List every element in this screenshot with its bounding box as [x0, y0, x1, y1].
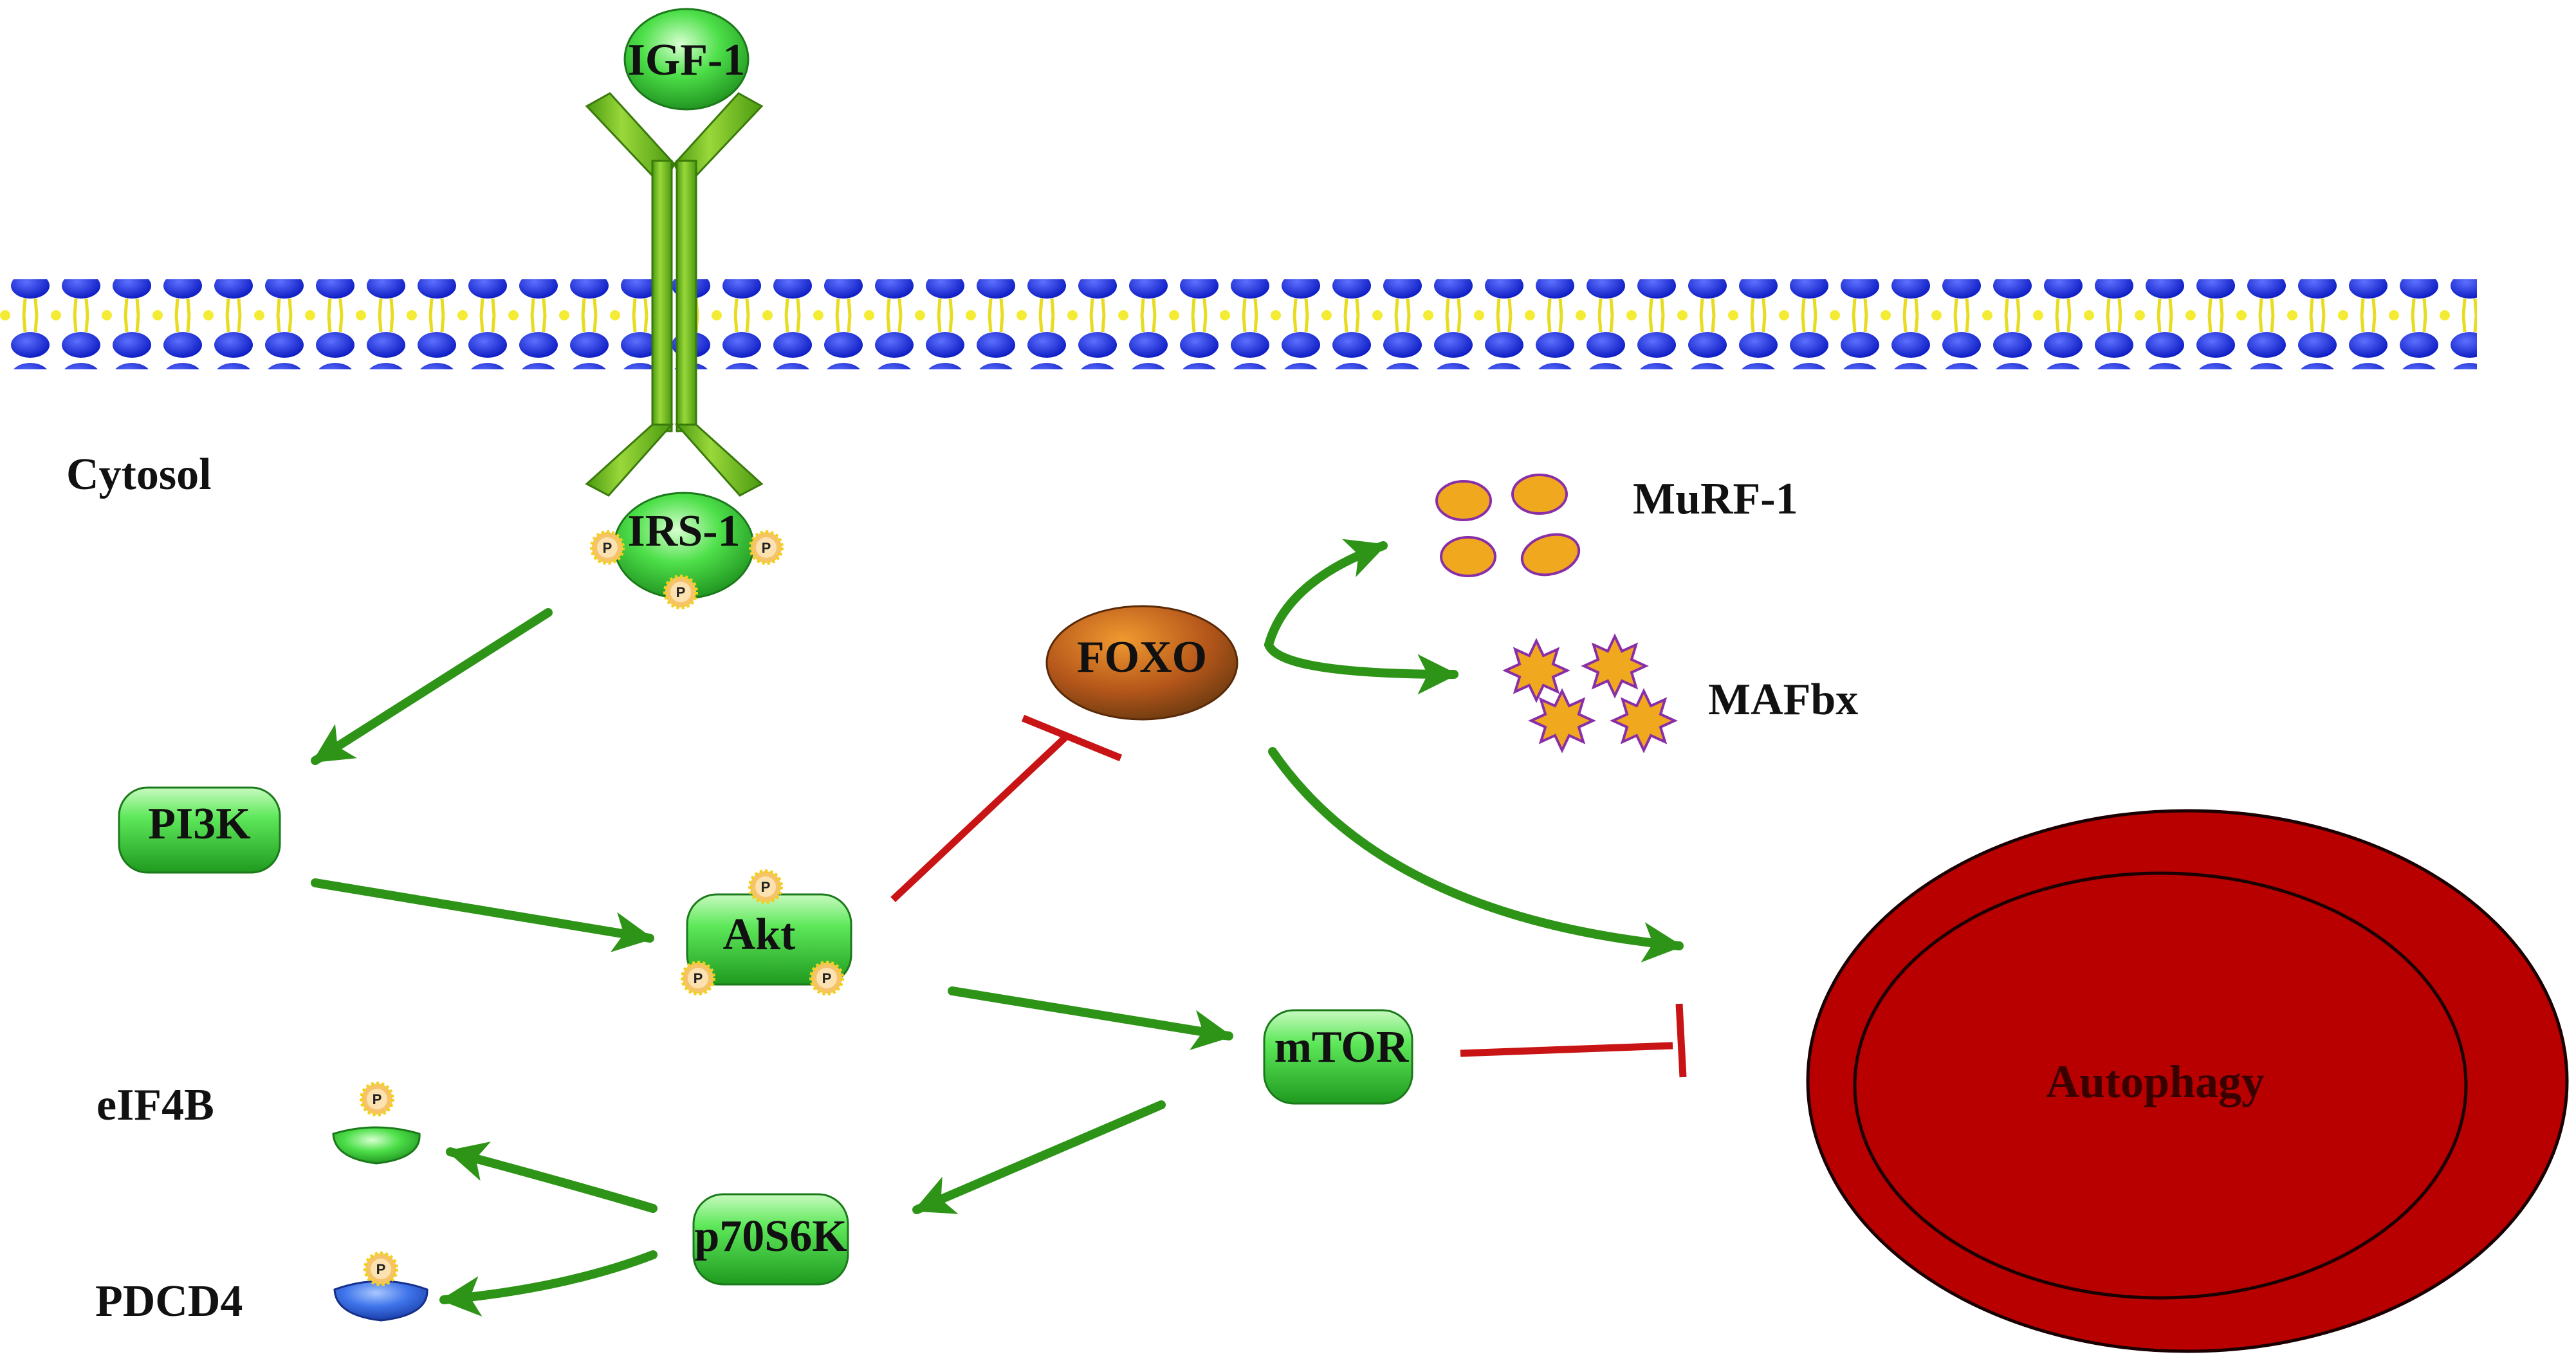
mafbx-node: MAFbx	[1504, 635, 1858, 752]
arrow-foxo-to-mafbx	[1264, 640, 1458, 695]
pi3k-label: PI3K	[148, 799, 250, 849]
eif4b-label: eIF4B	[97, 1080, 214, 1130]
mafbx-icon	[1504, 635, 1676, 752]
svg-text:P: P	[822, 970, 832, 986]
arrow-p70s6k-to-eif4b	[446, 1142, 658, 1213]
pdcd4-node: P PDCD4	[95, 1253, 428, 1326]
irs1-label: IRS-1	[627, 506, 740, 556]
arrow-irs1-to-pi3k	[311, 608, 553, 765]
phosphate-group-icon: P	[751, 532, 782, 563]
arrow-p70s6k-to-pdcd4	[439, 1250, 658, 1317]
arrow-foxo-to-murf1	[1264, 539, 1388, 649]
foxo-node: FOXO	[1045, 605, 1238, 721]
lipid-bilayer-membrane	[0, 279, 2477, 369]
p70s6k-node: p70S6K	[692, 1193, 849, 1286]
phosphate-group-icon: P	[683, 963, 713, 994]
phosphate-group-icon: P	[592, 532, 623, 563]
arrow-foxo-to-autophagy	[1268, 747, 1684, 963]
murf1-label: MuRF-1	[1633, 474, 1798, 524]
foxo-label: FOXO	[1077, 633, 1207, 682]
igf1-receptor-icon	[585, 92, 764, 497]
svg-text:P: P	[694, 970, 703, 986]
murf1-icon	[1435, 474, 1581, 577]
autophagy-node: Autophagy	[1806, 809, 2569, 1353]
svg-text:P: P	[603, 540, 612, 556]
mtor-label: mTOR	[1274, 1022, 1410, 1072]
phosphate-group-icon: P	[750, 871, 781, 902]
svg-text:P: P	[373, 1091, 382, 1107]
arrow-akt-to-mtor	[948, 986, 1233, 1050]
eif4b-icon: P	[332, 1084, 421, 1165]
mtor-node: mTOR	[1263, 1009, 1413, 1105]
pdcd4-label: PDCD4	[95, 1277, 243, 1326]
svg-text:P: P	[676, 584, 686, 600]
lipid-bilayer-icon	[0, 279, 2477, 369]
autophagy-label: Autophagy	[2046, 1056, 2265, 1107]
phosphate-group-icon: P	[811, 963, 842, 994]
activation-arrows	[311, 539, 1684, 1317]
eif4b-node: P eIF4B	[97, 1080, 421, 1165]
phosphate-group-icon: P	[362, 1084, 392, 1114]
inhibit-mtor-to-autophagy	[1460, 1003, 1687, 1078]
inhibit-akt-to-foxo	[890, 714, 1123, 903]
irs1-node: IRS-1 P P P	[592, 492, 782, 607]
phosphate-group-icon: P	[365, 1253, 396, 1284]
akt-label: Akt	[723, 910, 796, 959]
arrow-pi3k-to-akt	[311, 878, 654, 952]
svg-text:P: P	[376, 1261, 386, 1277]
mafbx-label: MAFbx	[1708, 675, 1858, 725]
igf1-ligand: IGF-1	[623, 8, 750, 111]
inhibition-lines	[890, 714, 1687, 1078]
pdcd4-icon: P	[333, 1253, 428, 1322]
cytosol-label: Cytosol	[66, 450, 212, 499]
murf1-node: MuRF-1	[1435, 474, 1798, 577]
igf1-label: IGF-1	[628, 35, 746, 85]
svg-text:P: P	[761, 879, 771, 895]
p70s6k-label: p70S6K	[694, 1212, 847, 1261]
phosphate-group-icon: P	[665, 577, 696, 607]
arrow-mtor-to-p70s6k	[912, 1100, 1166, 1214]
akt-node: Akt P P P	[683, 871, 852, 994]
svg-text:P: P	[762, 540, 771, 556]
pi3k-node: PI3K	[118, 786, 281, 874]
